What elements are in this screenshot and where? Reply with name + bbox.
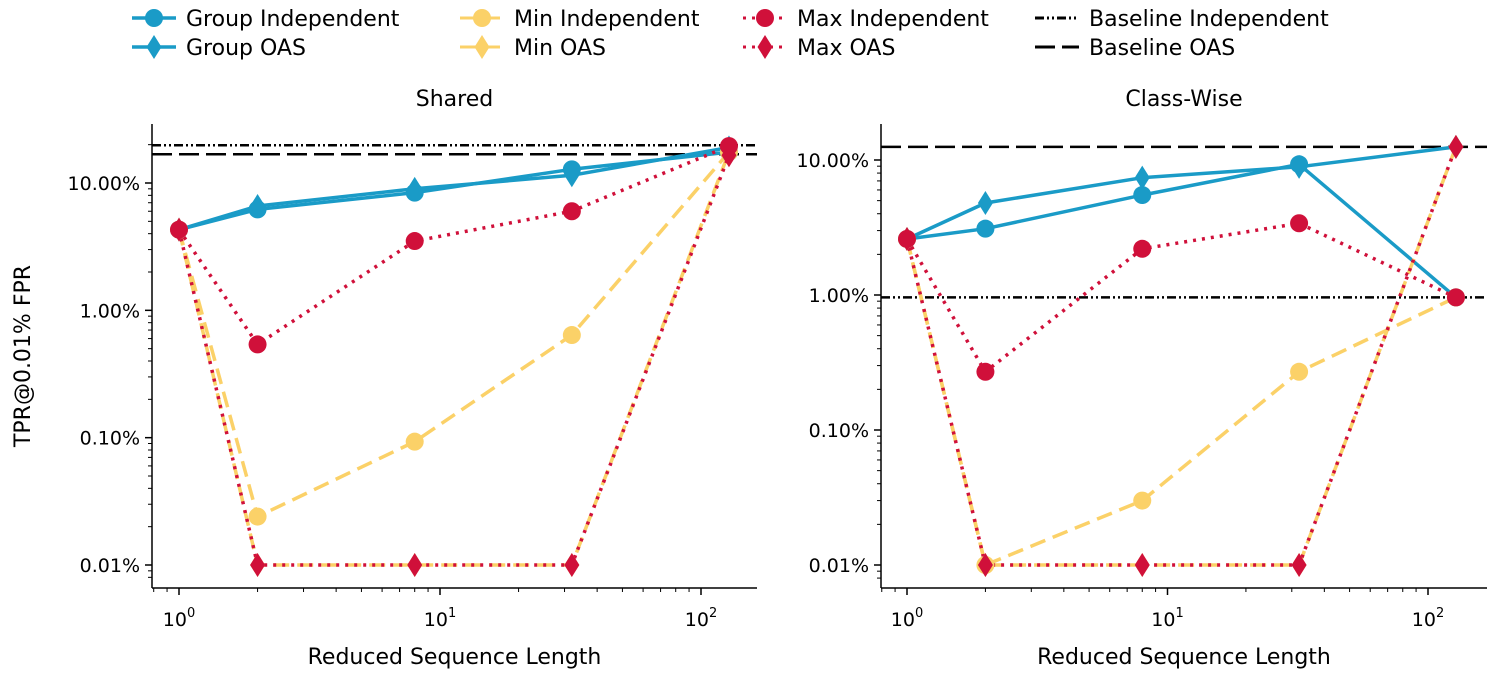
legend-item-group-oas: Group OAS [132,35,306,61]
legend-item-group-independent: Group Independent [132,7,400,32]
point-max-oas [1291,553,1307,577]
x-tick-label: 100 [891,606,923,631]
point-max-oas [250,553,266,577]
point-max-independent [1133,239,1152,258]
point-group-independent [976,219,995,238]
point-min-independent [405,432,424,451]
legend-item-min-independent: Min Independent [460,7,700,32]
point-max-oas [171,217,187,242]
legend-label: Min OAS [514,36,606,61]
y-tick-label: 10.00% [797,150,869,172]
x-tick-label: 102 [1412,606,1444,631]
point-group-oas [564,163,580,188]
point-min-independent [1133,491,1152,510]
point-max-oas [1448,134,1464,159]
series-line-min-oas [905,146,1458,567]
legend-marker [145,9,163,27]
x-tick-label: 100 [163,606,195,631]
point-max-independent [405,232,424,251]
legend-label: Baseline Independent [1089,7,1329,32]
point-max-oas [721,143,737,168]
legend-label: Max Independent [797,7,989,32]
y-tick-label: 0.10% [809,420,869,442]
y-tick-label: 1.00% [809,285,869,307]
series-line-max-independent [177,144,730,347]
panel-title: Class-Wise [1125,87,1242,112]
series-line-min-oas [177,151,731,567]
point-max-oas [1134,553,1150,577]
point-group-oas [250,193,266,218]
x-tick-label: 101 [1151,606,1183,631]
legend-label: Max OAS [797,36,895,61]
legend-label: Baseline OAS [1089,36,1235,61]
legend-marker [146,35,162,59]
y-axis-label: TPR@0.01% FPR [11,265,36,448]
legend-item-min-oas: Min OAS [460,35,606,61]
point-max-independent [562,202,581,221]
x-tick-label: 101 [424,606,456,631]
point-max-oas [407,553,423,577]
panel-shared: Shared 0.01% 0.10% 1.00% 10.00% 100 101 102Redu… [11,87,757,670]
point-min-independent [562,326,581,345]
legend-marker [474,35,490,59]
point-group-oas [1134,165,1150,190]
y-tick-label: 10.00% [68,173,140,195]
legend-item-baseline-independent: Baseline Independent [1035,7,1329,32]
y-tick-label: 0.10% [80,428,140,450]
panel-class-wise: Class-Wise 0.01% 0.10% 1.00% 10.00% 100 101 102… [797,87,1487,670]
y-tick-label: 0.01% [809,555,869,577]
legend-marker [756,9,774,27]
point-max-oas [564,553,580,577]
point-group-oas [977,191,993,216]
legend-item-baseline-oas: Baseline OAS [1035,36,1235,61]
legend-marker [757,35,773,59]
x-axis-label: Reduced Sequence Length [308,645,602,670]
legend-item-max-independent: Max Independent [743,7,989,32]
point-min-independent [1290,362,1309,381]
legend-item-max-oas: Max OAS [743,35,895,61]
y-tick-label: 0.01% [80,555,140,577]
x-axis-label: Reduced Sequence Length [1037,645,1331,670]
y-tick-label: 1.00% [80,300,140,322]
point-max-independent [976,362,995,381]
point-max-independent [248,335,267,354]
point-group-oas [407,176,423,201]
point-max-independent [1446,288,1465,307]
series-line-min-independent [905,238,1457,567]
legend-label: Group OAS [186,36,306,61]
point-group-oas [1291,154,1307,179]
legend-label: Group Independent [186,7,400,32]
point-max-oas [899,226,915,251]
legend-label: Min Independent [514,7,700,32]
panel-title: Shared [416,87,493,112]
legend-marker [473,9,491,27]
point-group-independent [1133,186,1152,205]
point-max-oas [977,553,993,577]
x-tick-label: 102 [685,606,717,631]
point-min-independent [248,507,267,526]
series-line-max-oas [905,146,1458,567]
point-max-independent [1290,214,1309,233]
